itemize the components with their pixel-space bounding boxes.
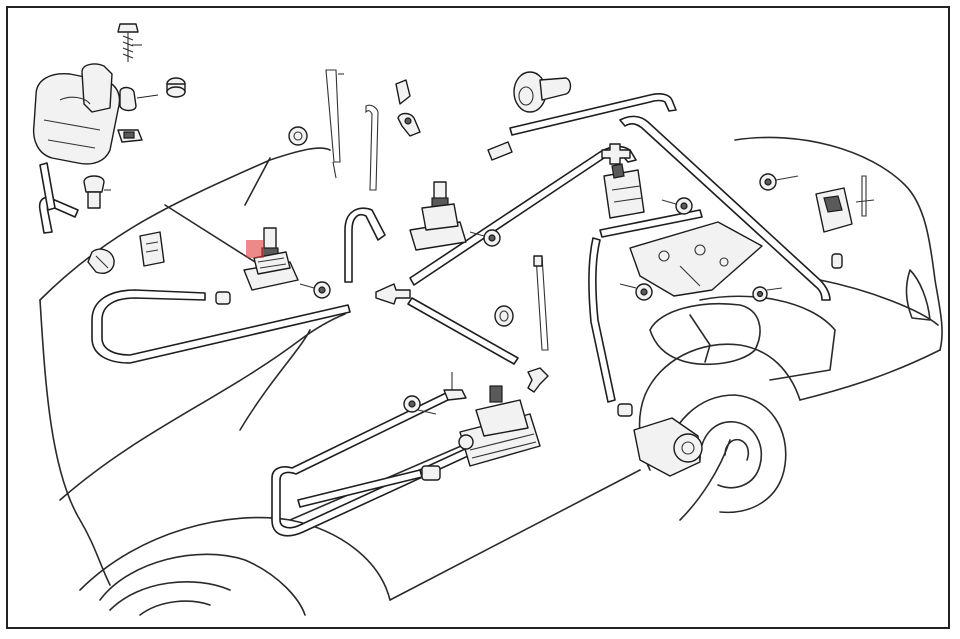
connector-92-right-part — [831, 253, 843, 269]
pressure-switch-47-part — [513, 71, 572, 113]
control-valve-17-right-part — [409, 181, 467, 251]
actuator-82-part — [633, 417, 703, 477]
highlight-17-marker — [246, 240, 264, 258]
rod-56-part — [855, 175, 875, 217]
bracket-29-part — [397, 112, 421, 137]
diagram-frame — [6, 6, 950, 629]
screw-86-part — [752, 286, 783, 302]
screw-44-part — [661, 197, 693, 215]
screw-20-left-part — [299, 281, 331, 299]
screw-83-part — [619, 283, 653, 301]
connector-92-left-part — [215, 291, 231, 305]
cross-fitting-101-part — [375, 283, 411, 305]
rod-23-part — [325, 69, 344, 179]
bracket-plate-80-part — [629, 221, 763, 297]
actuator-53-part — [815, 187, 853, 233]
t-piece-98-part — [527, 367, 549, 393]
holder-104-part — [139, 231, 165, 267]
rod-26-part — [365, 104, 379, 191]
screw-59-part — [759, 173, 799, 191]
switchover-valve-38-part — [603, 163, 645, 219]
grommet-65-part — [166, 77, 186, 98]
grommet-32-part — [288, 126, 308, 146]
screw-74-part — [117, 23, 142, 62]
check-valve-68-part — [83, 175, 111, 209]
rod-11-part — [533, 255, 549, 351]
fitting-50-part — [487, 141, 513, 161]
bracket-71-part — [117, 129, 143, 143]
grommet-14-part — [494, 305, 514, 327]
car-body-outline — [39, 136, 943, 616]
connector-92-mid-part — [617, 403, 633, 417]
screw-20-bottom-part — [403, 395, 437, 415]
cross-fitting-110-part — [601, 143, 631, 165]
vacuum-lines — [38, 93, 831, 537]
screw-20-right-part — [469, 229, 501, 247]
vacuum-reservoir-part — [32, 63, 159, 211]
control-valve-17-left-part — [243, 227, 299, 291]
valve-unit-5-part — [458, 385, 541, 467]
connector-92-bottom-part — [421, 465, 441, 481]
fitting-8-part — [443, 372, 467, 401]
clip-35-part — [395, 79, 411, 105]
clip-107-part — [87, 248, 115, 274]
